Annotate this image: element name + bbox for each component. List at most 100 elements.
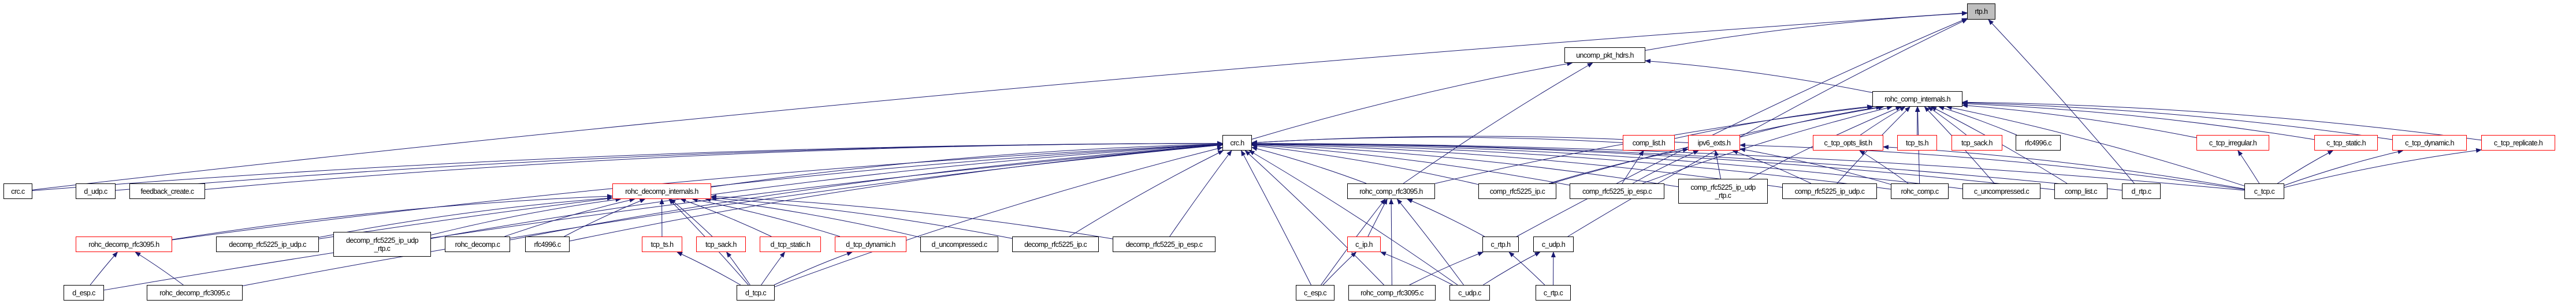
graph-node-c-tcp-dynamic-h[interactable]: c_tcp_dynamic.h bbox=[2392, 135, 2467, 151]
graph-node-c-tcp-opts-list-h[interactable]: c_tcp_opts_list.h bbox=[1813, 135, 1883, 151]
edge-c_tcp_opts_list_h-to-rohc_comp_internals_h bbox=[1860, 106, 1906, 136]
graph-node-d-tcp-c[interactable]: d_tcp.c bbox=[737, 285, 775, 301]
edge-rohc_decomp_c-to-rohc_decomp_internals_h bbox=[504, 198, 635, 237]
graph-node-rohc-comp-c[interactable]: rohc_comp.c bbox=[1891, 183, 1949, 199]
edge-d_tcp_c-to-d_tcp_dynamic_h bbox=[774, 252, 853, 286]
edge-d_uncompressed_c-to-rohc_decomp_internals_h bbox=[705, 197, 921, 238]
edge-d_tcp_c-to-tcp_ts_h_d bbox=[676, 252, 741, 286]
graph-node-rohc-decomp-rfc3095-c[interactable]: rohc_decomp_rfc3095.c bbox=[147, 285, 243, 301]
edge-decomp_rfc5225_ip_esp_c-to-crc_h bbox=[1169, 150, 1232, 237]
graph-node-decomp-rfc5225-ip-udp-c[interactable]: decomp_rfc5225_ip_udp.c bbox=[216, 237, 319, 252]
edge-rohc_comp_c-to-crc_h bbox=[1251, 141, 1891, 190]
graph-node-decomp-rfc5225-ip-udp-rtp-c[interactable]: decomp_rfc5225_ip_udp _rtp.c bbox=[333, 232, 431, 257]
edge-rohc_comp_rfc3095_h-to-uncomp_pkt_hdrs_h bbox=[1403, 62, 1593, 184]
graph-node-tcp-sack-h-c[interactable]: tcp_sack.h bbox=[1951, 135, 2002, 151]
graph-node-rohc-decomp-internals-h[interactable]: rohc_decomp_internals.h bbox=[612, 183, 711, 199]
graph-node-d-udp-c[interactable]: d_udp.c bbox=[76, 183, 116, 199]
edge-feedback_create_c-to-crc_h bbox=[205, 141, 1223, 190]
graph-node-d-tcp-dynamic-h[interactable]: d_tcp_dynamic.h bbox=[835, 237, 906, 252]
graph-node-c-udp-h[interactable]: c_udp.h bbox=[1533, 237, 1574, 252]
graph-node-tcp-sack-h-d[interactable]: tcp_sack.h bbox=[696, 237, 746, 252]
edge-crc_c-to-rtp_h bbox=[32, 10, 1968, 190]
edge-c_ip_h-to-rohc_comp_rfc3095_h bbox=[1367, 198, 1388, 237]
edge-d_tcp_c-to-tcp_sack_h_d bbox=[726, 252, 750, 286]
edge-d_tcp_c-to-d_tcp_static_h bbox=[761, 252, 785, 286]
graph-node-rohc-comp-internals-h[interactable]: rohc_comp_internals.h bbox=[1872, 91, 1962, 107]
graph-node-comp-rfc5225-ip-esp-c[interactable]: comp_rfc5225_ip_esp.c bbox=[1570, 183, 1664, 199]
graph-node-c-udp-c[interactable]: c_udp.c bbox=[1449, 285, 1490, 301]
edge-decomp_rfc5225_ip_udp_c-to-rohc_decomp_internals_h bbox=[318, 196, 613, 238]
edge-decomp_rfc5225_ip_udp_rtp_c-to-rohc_decomp_internals_h bbox=[430, 197, 622, 235]
graph-node-tcp-ts-h-c[interactable]: tcp_ts.h bbox=[1897, 135, 1937, 151]
edge-d_esp_c-to-rohc_decomp_rfc3095_h bbox=[90, 252, 118, 286]
graph-node-comp-list-c[interactable]: comp_list.c bbox=[2054, 183, 2107, 199]
graph-node-rohc-decomp-c[interactable]: rohc_decomp.c bbox=[445, 237, 510, 252]
graph-node-comp-list-h[interactable]: comp_list.h bbox=[1623, 135, 1675, 151]
edge-c_tcp_c-to-crc_h bbox=[1251, 141, 2245, 191]
edge-rohc_decomp_rfc3095_h-to-crc_h bbox=[172, 142, 1223, 241]
graph-node-c-tcp-c[interactable]: c_tcp.c bbox=[2244, 183, 2284, 199]
graph-node-d-rtp-c[interactable]: d_rtp.c bbox=[2122, 183, 2161, 199]
edge-c_udp_c-to-c_ip_h bbox=[1380, 252, 1453, 286]
graph-node-rfc4996-c-c[interactable]: rfc4996.c bbox=[2016, 135, 2061, 151]
edge-d_rtp_c-to-rtp_h bbox=[1988, 19, 2135, 184]
graph-node-c-uncompressed-c[interactable]: c_uncompressed.c bbox=[1962, 183, 2040, 199]
edge-comp_rfc5225_ip_esp_c-to-rohc_comp_internals_h bbox=[1642, 106, 1893, 184]
graph-node-rtp-h: rtp.h bbox=[1967, 3, 1995, 20]
graph-node-rohc-decomp-rfc3095-h[interactable]: rohc_decomp_rfc3095.h bbox=[76, 237, 172, 252]
graph-node-crc-h[interactable]: crc.h bbox=[1222, 135, 1252, 151]
edge-ipv6_exts_h-to-rohc_comp_internals_h bbox=[1739, 105, 1882, 138]
graph-node-c-rtp-c[interactable]: c_rtp.c bbox=[1536, 285, 1571, 301]
graph-node-rohc-comp-rfc3095-c[interactable]: rohc_comp_rfc3095.c bbox=[1348, 285, 1436, 301]
graph-node-crc-c[interactable]: crc.c bbox=[3, 183, 32, 199]
edge-rohc_decomp_c-to-crc_h bbox=[510, 142, 1223, 241]
edge-c_tcp_irregular_h-to-rohc_comp_internals_h bbox=[1962, 103, 2197, 138]
graph-node-comp-rfc5225-ip-c[interactable]: comp_rfc5225_ip.c bbox=[1478, 183, 1556, 199]
graph-node-comp-rfc5225-ip-udp-c[interactable]: comp_rfc5225_ip_udp.c bbox=[1782, 183, 1877, 199]
graph-node-d-tcp-static-h[interactable]: d_tcp_static.h bbox=[760, 237, 821, 252]
edge-comp_rfc5225_ip_udp_c-to-ipv6_exts_h bbox=[1732, 150, 1812, 184]
graph-node-uncomp-pkt-hdrs-h[interactable]: uncomp_pkt_hdrs.h bbox=[1564, 47, 1645, 63]
graph-node-c-tcp-irregular-h[interactable]: c_tcp_irregular.h bbox=[2196, 135, 2269, 151]
edge-rohc_decomp_rfc3095_h-to-rohc_decomp_internals_h bbox=[172, 194, 613, 240]
edge-c_tcp_dynamic_h-to-rohc_comp_internals_h bbox=[1962, 100, 2393, 140]
graph-node-d-uncompressed-c[interactable]: d_uncompressed.c bbox=[920, 237, 998, 252]
graph-node-rohc-comp-rfc3095-h[interactable]: rohc_comp_rfc3095.h bbox=[1347, 183, 1435, 199]
graph-node-c-rtp-h[interactable]: c_rtp.h bbox=[1482, 237, 1519, 252]
edge-d_tcp_c-to-crc_h bbox=[774, 146, 1223, 287]
edge-decomp_rfc5225_ip_c-to-crc_h bbox=[1069, 150, 1224, 237]
edge-d_rtp_c-to-crc_h bbox=[1251, 141, 2122, 191]
edge-crc_h-to-uncomp_pkt_hdrs_h bbox=[1251, 61, 1573, 140]
edge-c_tcp_c-to-c_tcp_replicate_h bbox=[2284, 148, 2482, 188]
edge-c_rtp_c-to-c_rtp_h bbox=[1508, 252, 1545, 286]
edge-comp_rfc5225_ip_esp_c-to-crc_h bbox=[1251, 142, 1570, 186]
edge-decomp_rfc5225_ip_udp_rtp_c-to-crc_h bbox=[430, 142, 1223, 239]
graph-node-feedback-create-c[interactable]: feedback_create.c bbox=[129, 183, 205, 199]
graph-node-c-tcp-replicate-h[interactable]: c_tcp_replicate.h bbox=[2481, 135, 2555, 151]
graph-node-c-tcp-static-h[interactable]: c_tcp_static.h bbox=[2314, 135, 2378, 151]
graph-node-c-ip-h[interactable]: c_ip.h bbox=[1347, 237, 1381, 252]
graph-node-d-esp-c[interactable]: d_esp.c bbox=[64, 285, 104, 301]
edge-c_rtp_h-to-rohc_comp_rfc3095_h bbox=[1406, 198, 1485, 237]
graph-node-tcp-ts-h-d[interactable]: tcp_ts.h bbox=[642, 237, 682, 252]
edge-comp_rfc5225_ip_udp_c-to-crc_h bbox=[1251, 141, 1783, 188]
edge-c_udp_c-to-rohc_comp_rfc3095_h bbox=[1396, 198, 1464, 286]
edge-decomp_rfc5225_ip_c-to-rohc_decomp_internals_h bbox=[711, 196, 1013, 239]
edge-d_esp_c-to-crc_h bbox=[103, 142, 1223, 291]
graph-node-comp-rfc5225-ip-udp-rtp-c[interactable]: comp_rfc5225_ip_udp _rtp.c bbox=[1678, 179, 1768, 204]
edge-tcp_sack_h_d-to-rohc_decomp_internals_h bbox=[670, 198, 713, 237]
graph-node-ipv6-exts-h[interactable]: ipv6_exts.h bbox=[1688, 135, 1740, 151]
edge-c_udp_h-to-rtp_h bbox=[1567, 18, 1968, 237]
edge-rfc4996_c_d-to-rohc_decomp_internals_h bbox=[564, 198, 646, 237]
graph-node-rfc4996-c-d[interactable]: rfc4996.c bbox=[525, 237, 570, 252]
graph-node-decomp-rfc5225-ip-esp-c[interactable]: decomp_rfc5225_ip_esp.c bbox=[1113, 237, 1215, 252]
edge-comp_rfc5225_ip_c-to-ipv6_exts_h bbox=[1549, 148, 1689, 184]
edge-c_tcp_c-to-c_tcp_irregular_h bbox=[2237, 150, 2260, 184]
edge-uncomp_pkt_hdrs_h-to-rtp_h bbox=[1645, 11, 1968, 51]
edge-c_udp_c-to-c_udp_h bbox=[1483, 252, 1541, 286]
edge-rfc4996_c_c-to-rohc_comp_internals_h bbox=[1938, 106, 2017, 136]
graph-node-c-esp-c[interactable]: c_esp.c bbox=[1296, 285, 1335, 301]
graph-node-decomp-rfc5225-ip-c[interactable]: decomp_rfc5225_ip.c bbox=[1012, 237, 1099, 252]
